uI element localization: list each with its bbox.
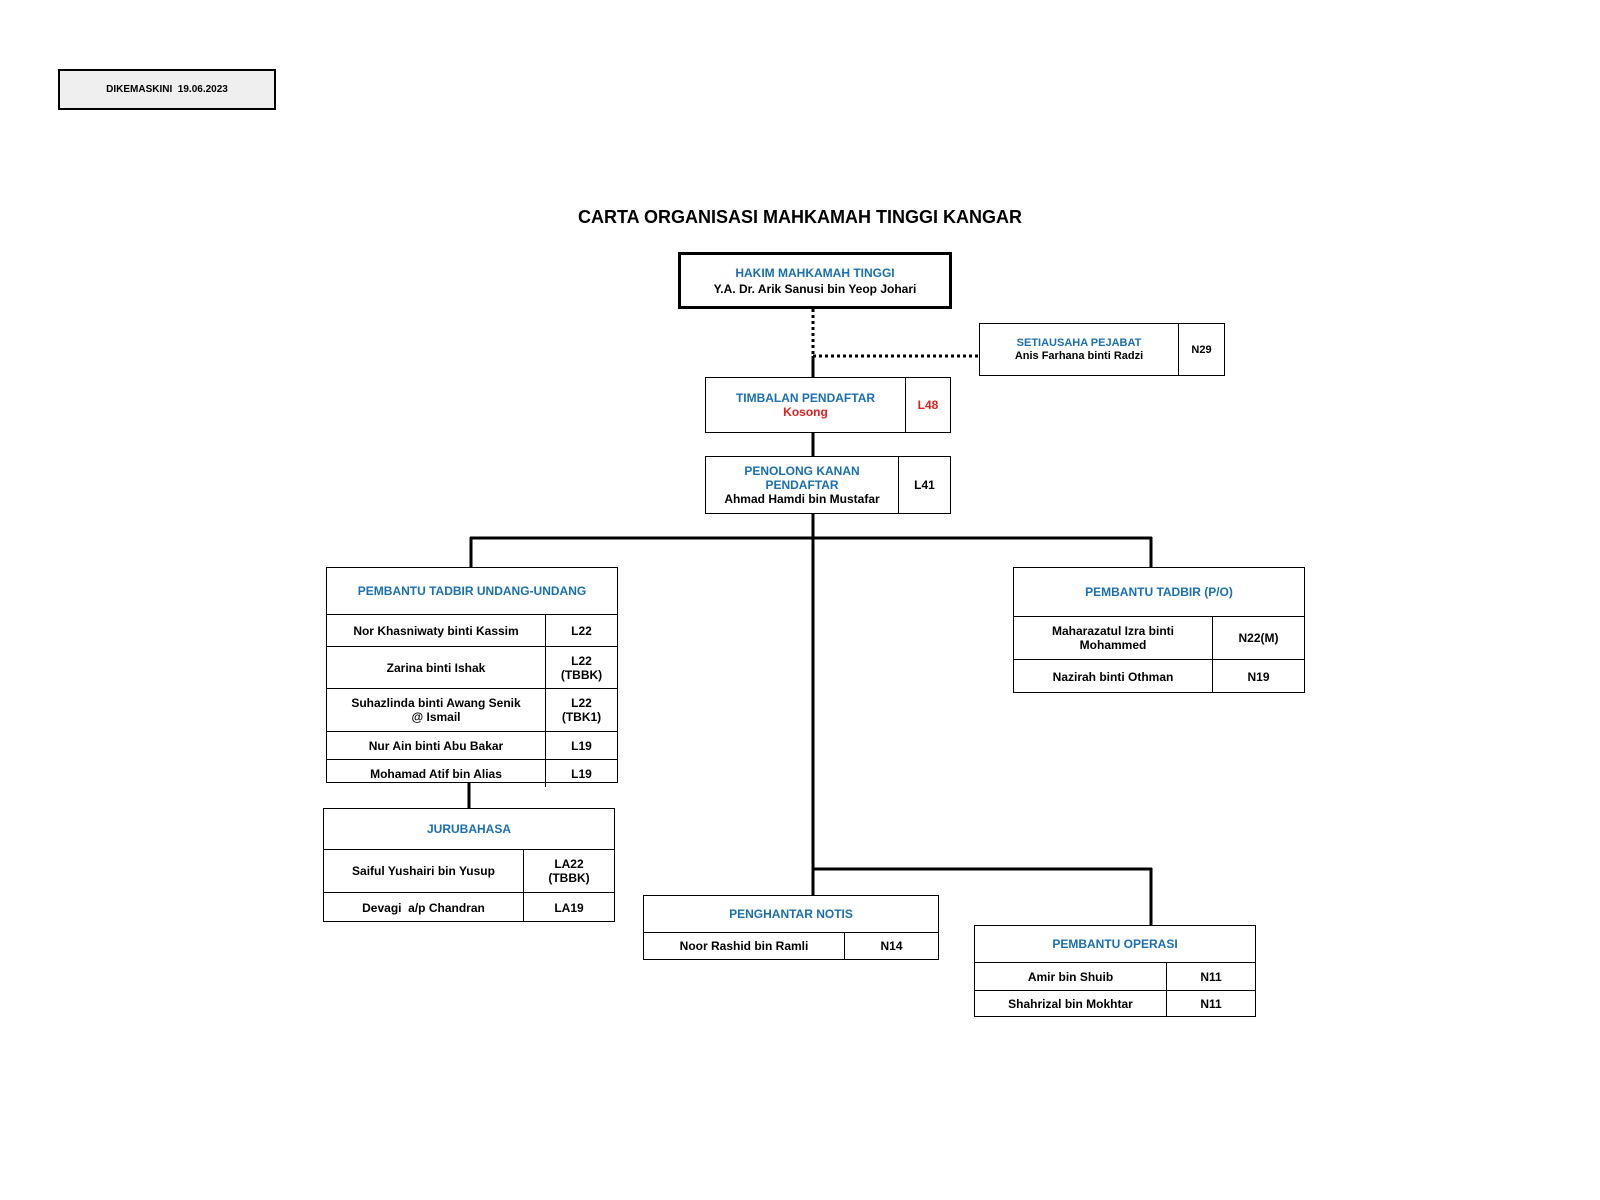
penolong-box: PENOLONG KANAN PENDAFTAR Ahmad Hamdi bin… (705, 456, 951, 514)
pembantu-undang-grade: L22 (TBBK) (560, 653, 603, 682)
setiausaha-name: Anis Farhana binti Radzi (1014, 350, 1144, 362)
penghantar-grade: N14 (880, 939, 903, 953)
table-row: Shahrizal bin Mokhtar N11 (975, 990, 1255, 1017)
pembantu-undang-grade: L22 (TBK1) (561, 696, 602, 724)
pembantu-po-name: Nazirah binti Othman (1014, 660, 1213, 693)
table-row: Suhazlinda binti Awang Senik @ Ismail L2… (327, 688, 617, 731)
operasi-box: PEMBANTU OPERASI Amir bin Shuib N11 Shah… (974, 925, 1256, 1017)
jurubahasa-name: Devagi a/p Chandran (324, 893, 524, 922)
table-row: Amir bin Shuib N11 (975, 962, 1255, 990)
pembantu-undang-name: Zarina binti Ishak (327, 647, 546, 688)
jurubahasa-title: JURUBAHASA (426, 822, 511, 836)
pembantu-undang-grade: L19 (571, 766, 592, 781)
setiausaha-grade: N29 (1191, 343, 1212, 356)
operasi-grade: N11 (1200, 997, 1222, 1011)
penghantar-box: PENGHANTAR NOTIS Noor Rashid bin Ramli N… (643, 895, 939, 960)
pembantu-po-grade: N19 (1247, 669, 1270, 684)
hakim-title: HAKIM MAHKAMAH TINGGI (735, 265, 895, 280)
pembantu-undang-name: Nor Khasniwaty binti Kassim (327, 615, 546, 646)
table-row: Zarina binti Ishak L22 (TBBK) (327, 646, 617, 688)
pembantu-po-name: Maharazatul Izra binti Mohammed (1014, 617, 1213, 659)
timbalan-name: Kosong (783, 405, 828, 419)
pembantu-undang-name: Mohamad Atif bin Alias (327, 760, 546, 787)
jurubahasa-grade: LA22 (TBBK) (548, 857, 590, 885)
operasi-title: PEMBANTU OPERASI (1052, 937, 1178, 951)
hakim-name: Y.A. Dr. Arik Sanusi bin Yeop Johari (713, 281, 917, 296)
table-row: Nazirah binti Othman N19 (1014, 659, 1304, 693)
updated-date-label: DIKEMASKINI 19.06.2023 (58, 69, 276, 110)
jurubahasa-name: Saiful Yushairi bin Yusup (324, 850, 524, 892)
jurubahasa-grade: LA19 (554, 900, 584, 915)
penghantar-title: PENGHANTAR NOTIS (729, 907, 853, 921)
setiausaha-box: SETIAUSAHA PEJABAT Anis Farhana binti Ra… (979, 323, 1225, 376)
setiausaha-title: SETIAUSAHA PEJABAT (1016, 337, 1142, 349)
operasi-name: Amir bin Shuib (975, 963, 1167, 990)
timbalan-title: TIMBALAN PENDAFTAR (735, 391, 876, 405)
penghantar-name: Noor Rashid bin Ramli (644, 933, 845, 959)
penolong-grade: L41 (914, 478, 935, 492)
jurubahasa-box: JURUBAHASA Saiful Yushairi bin Yusup LA2… (323, 808, 615, 922)
pembantu-undang-grade: L19 (571, 738, 592, 753)
table-row: Saiful Yushairi bin Yusup LA22 (TBBK) (324, 849, 614, 892)
table-row: Maharazatul Izra binti Mohammed N22(M) (1014, 616, 1304, 659)
timbalan-grade: L48 (917, 398, 939, 412)
timbalan-box: TIMBALAN PENDAFTAR Kosong L48 (705, 377, 951, 433)
pembantu-po-title: PEMBANTU TADBIR (P/O) (1085, 585, 1233, 599)
table-row: Noor Rashid bin Ramli N14 (644, 932, 938, 959)
table-row: Devagi a/p Chandran LA19 (324, 892, 614, 922)
pembantu-undang-name: Nur Ain binti Abu Bakar (327, 732, 546, 759)
penolong-title-line1: PENOLONG KANAN (744, 464, 860, 478)
operasi-name: Shahrizal bin Mokhtar (975, 991, 1167, 1017)
chart-title: CARTA ORGANISASI MAHKAMAH TINGGI KANGAR (578, 207, 1022, 227)
penolong-name: Ahmad Hamdi bin Mustafar (724, 492, 880, 506)
pembantu-undang-title: PEMBANTU TADBIR UNDANG-UNDANG (357, 584, 587, 598)
pembantu-po-box: PEMBANTU TADBIR (P/O) Maharazatul Izra b… (1013, 567, 1305, 693)
pembantu-undang-name: Suhazlinda binti Awang Senik @ Ismail (327, 689, 546, 731)
penolong-title-line2: PENDAFTAR (765, 478, 839, 492)
hakim-box: HAKIM MAHKAMAH TINGGI Y.A. Dr. Arik Sanu… (678, 252, 952, 309)
pembantu-undang-box: PEMBANTU TADBIR UNDANG-UNDANG Nor Khasni… (326, 567, 618, 787)
table-row: Mohamad Atif bin Alias L19 (327, 759, 617, 787)
table-row: Nor Khasniwaty binti Kassim L22 (327, 614, 617, 646)
operasi-grade: N11 (1200, 969, 1222, 984)
pembantu-po-grade: N22(M) (1238, 631, 1279, 645)
table-row: Nur Ain binti Abu Bakar L19 (327, 731, 617, 759)
pembantu-undang-grade: L22 (571, 623, 592, 638)
